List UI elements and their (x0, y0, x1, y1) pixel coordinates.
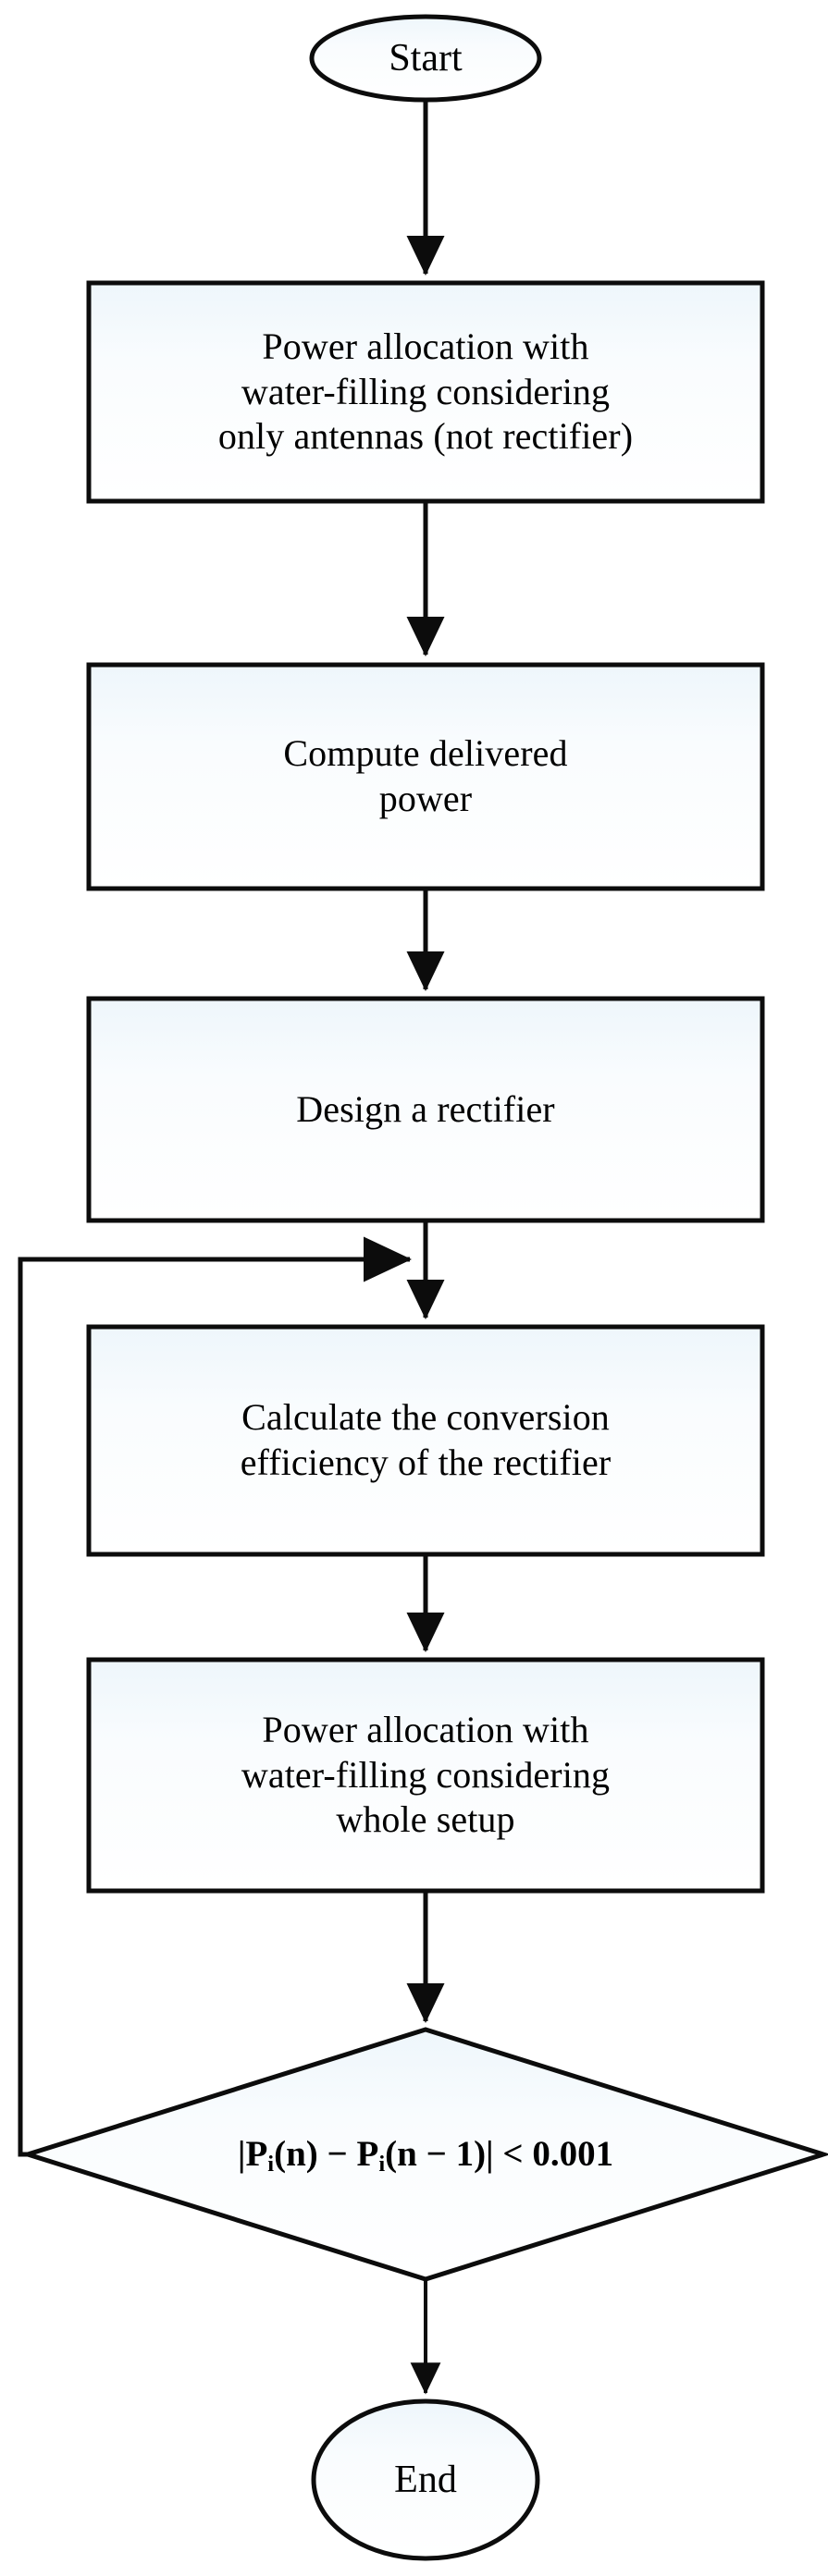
node-end[interactable] (311, 2398, 540, 2561)
node-design-rectifier[interactable] (86, 996, 765, 1223)
node-compute-delivered-power[interactable] (86, 662, 765, 891)
node-calculate-conversion-efficiency[interactable] (86, 1324, 765, 1557)
node-power-allocation-antennas[interactable] (86, 280, 765, 504)
node-layer (19, 14, 828, 2561)
node-start[interactable] (309, 14, 542, 103)
node-power-allocation-whole-setup[interactable] (86, 1657, 765, 1894)
node-convergence-decision[interactable] (19, 2027, 828, 2282)
